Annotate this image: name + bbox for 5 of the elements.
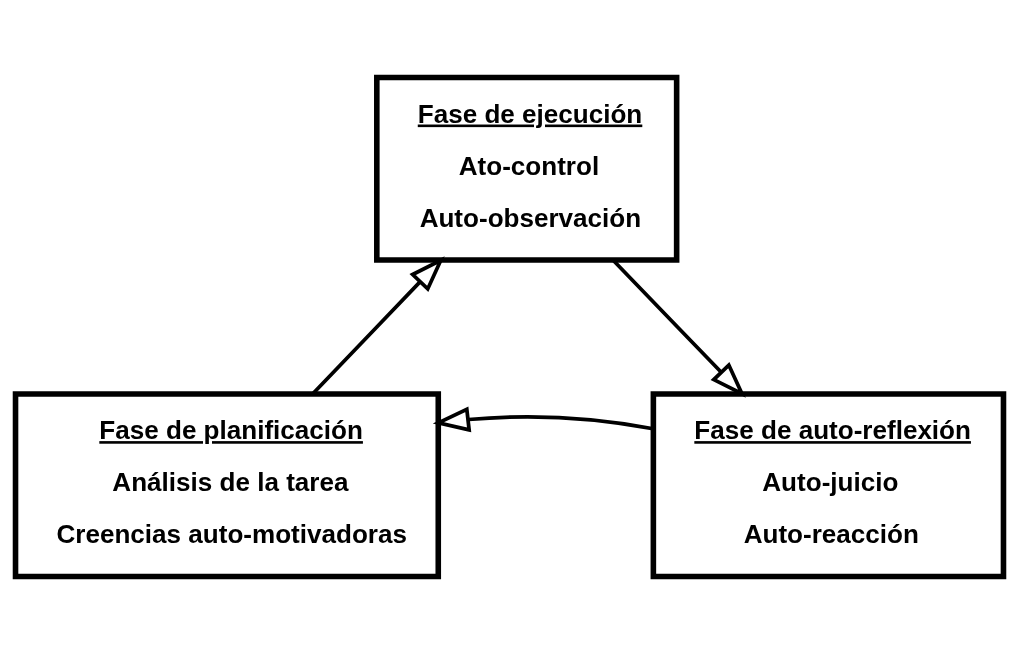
node-box: Fase de planificación Análisis de la tarea Creencias auto-motivadoras <box>12 390 442 579</box>
arrow <box>311 255 445 395</box>
arrow <box>432 405 654 432</box>
node-box: Fase de auto-reflexión Auto-juicio Auto-reacción <box>650 390 1007 579</box>
node-box: Fase de ejecución Ato-control Auto-observación <box>374 74 680 263</box>
